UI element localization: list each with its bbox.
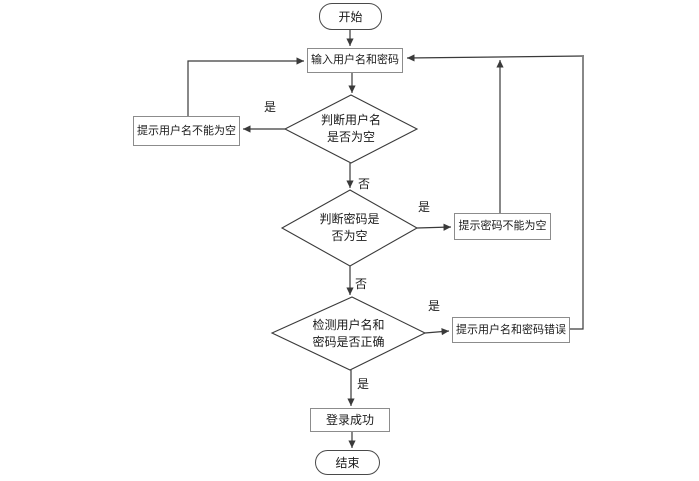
edge-check-correct-yes-to-error bbox=[424, 328, 450, 336]
node-input-credentials: 输入用户名和密码 bbox=[307, 48, 403, 73]
decision-shape-check-password bbox=[280, 189, 419, 267]
edge-label-password-empty-no: 否 bbox=[355, 277, 368, 291]
node-end-label: 结束 bbox=[335, 455, 360, 470]
node-prompt-credentials-error-label: 提示用户名和密码错误 bbox=[456, 323, 566, 336]
decision-check-username-line1: 判断用户名 bbox=[320, 113, 381, 127]
edge-error-up-to-return-line bbox=[570, 57, 584, 330]
node-prompt-username-empty: 提示用户名不能为空 bbox=[133, 116, 240, 146]
edge-label-password-empty-yes: 是 bbox=[418, 200, 431, 214]
node-prompt-password-empty: 提示密码不能为空 bbox=[454, 213, 551, 240]
edge-return-line-to-input bbox=[406, 54, 585, 62]
node-prompt-credentials-error: 提示用户名和密码错误 bbox=[452, 317, 570, 343]
node-start-label: 开始 bbox=[338, 9, 363, 24]
decision-check-correct-line2: 密码是否正确 bbox=[312, 334, 385, 349]
decision-check-password: 判断密码是 否为空 bbox=[282, 190, 417, 266]
decision-shape-check-username bbox=[283, 94, 419, 164]
decision-check-username: 判断用户名 是否为空 bbox=[285, 95, 417, 163]
decision-check-username-line2: 是否为空 bbox=[326, 130, 375, 144]
decision-shape-check-correct bbox=[270, 296, 427, 371]
edge-label-username-empty-no: 否 bbox=[358, 177, 371, 191]
edge-check-password-yes-to-prompt bbox=[416, 223, 452, 231]
edge-prompt-username-back-to-input bbox=[187, 57, 304, 116]
edge-label-credentials-error-yes: 是 bbox=[428, 299, 441, 313]
decision-check-password-line1: 判断密码是 bbox=[319, 212, 380, 226]
decision-check-password-line2: 否为空 bbox=[331, 229, 368, 243]
node-prompt-password-empty-label: 提示密码不能为空 bbox=[458, 220, 547, 232]
decision-check-correct: 检测用户名和 密码是否正确 bbox=[272, 297, 425, 370]
node-login-success: 登录成功 bbox=[310, 408, 390, 432]
edge-label-credentials-correct-yes: 是 bbox=[357, 377, 370, 391]
edge-label-username-empty-yes: 是 bbox=[264, 100, 277, 114]
node-prompt-username-empty-label: 提示用户名不能为空 bbox=[137, 124, 236, 137]
node-start: 开始 bbox=[319, 3, 382, 30]
decision-check-correct-line1: 检测用户名和 bbox=[312, 317, 385, 332]
node-input-credentials-label: 输入用户名和密码 bbox=[311, 54, 399, 66]
node-end: 结束 bbox=[315, 450, 380, 475]
node-login-success-label: 登录成功 bbox=[325, 413, 374, 427]
